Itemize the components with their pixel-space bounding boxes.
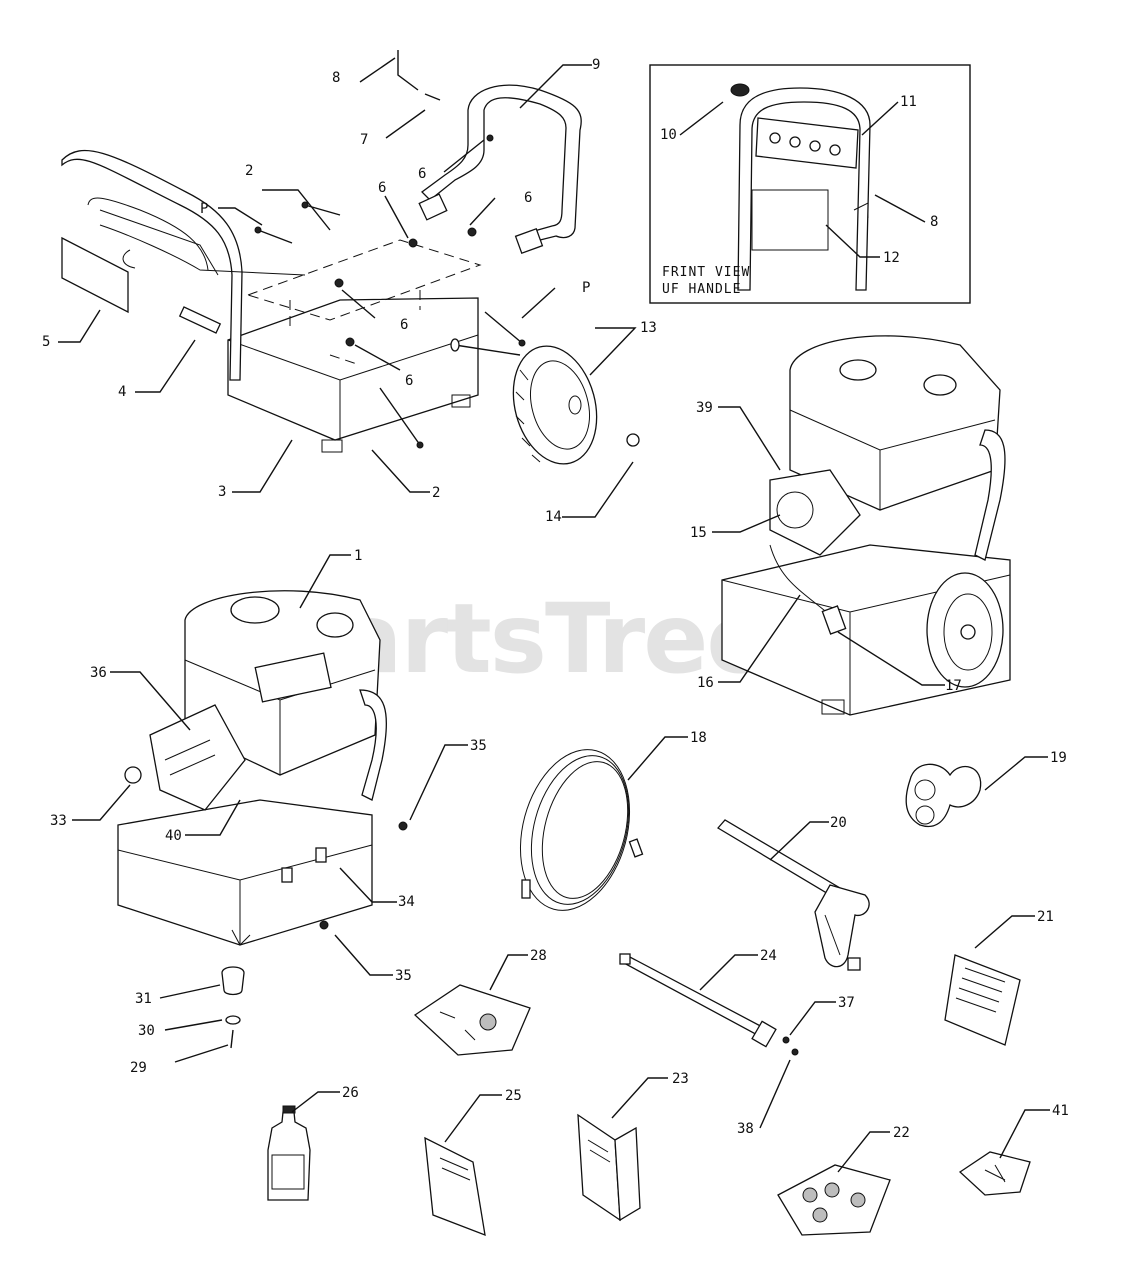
parts-bag-41 <box>958 1151 1031 1196</box>
callout-labels: 8 9 7 6 2 P 6 6 6 6 P 5 4 3 2 13 14 10 1… <box>42 57 1069 1141</box>
nozzle-38 <box>791 1048 799 1056</box>
callout-24: 24 <box>760 948 777 964</box>
callout-38: 38 <box>737 1121 754 1137</box>
frame-assembly <box>61 84 582 453</box>
leader-lines <box>58 57 1050 1173</box>
callout-13: 13 <box>640 320 657 336</box>
callout-39: 39 <box>696 400 713 416</box>
callout-1: 1 <box>354 548 362 564</box>
callout-p-left: P <box>200 201 208 217</box>
callout-31: 31 <box>135 991 152 1007</box>
hose <box>519 749 644 911</box>
callout-37: 37 <box>838 995 855 1011</box>
callout-6-mid: 6 <box>378 180 386 196</box>
callout-6-center: 6 <box>400 317 408 333</box>
manual-23 <box>577 1113 641 1222</box>
parts-bag-22 <box>777 1164 891 1236</box>
callout-21: 21 <box>1037 909 1054 925</box>
callout-26: 26 <box>342 1085 359 1101</box>
callout-19: 19 <box>1050 750 1067 766</box>
hose-clip <box>905 763 982 828</box>
assembled-unit <box>721 335 1011 716</box>
oil-bottle <box>267 1105 311 1201</box>
callout-22: 22 <box>893 1125 910 1141</box>
callout-30: 30 <box>138 1023 155 1039</box>
spray-lance <box>619 953 777 1048</box>
manual-25 <box>424 1136 486 1237</box>
callout-23: 23 <box>672 1071 689 1087</box>
parts-bag-28 <box>413 984 531 1056</box>
callout-6-lower: 6 <box>405 373 413 389</box>
callout-34: 34 <box>398 894 415 910</box>
callout-33: 33 <box>50 813 67 829</box>
callout-16: 16 <box>697 675 714 691</box>
callout-2-bottom: 2 <box>432 485 440 501</box>
callout-8-inset: 8 <box>930 214 938 230</box>
callout-3: 3 <box>218 484 226 500</box>
callout-8-top: 8 <box>332 70 340 86</box>
callout-20: 20 <box>830 815 847 831</box>
inset-front-view: FRINT VIEW UF HANDLE <box>649 64 971 304</box>
callout-17: 17 <box>945 678 962 694</box>
callout-14: 14 <box>545 509 562 525</box>
callout-6-right: 6 <box>524 190 532 206</box>
frame-fasteners <box>254 50 526 449</box>
callout-2-top: 2 <box>245 163 253 179</box>
small-parts-29-31 <box>221 966 245 1049</box>
callout-6-handle: 6 <box>418 166 426 182</box>
callout-41: 41 <box>1052 1103 1069 1119</box>
callout-40: 40 <box>165 828 182 844</box>
callout-35-top: 35 <box>470 738 487 754</box>
decal-sheet <box>944 954 1021 1046</box>
inset-caption-line1: FRINT VIEW <box>662 265 750 280</box>
engine-pump-assembly <box>117 590 408 946</box>
callout-25: 25 <box>505 1088 522 1104</box>
callout-5: 5 <box>42 334 50 350</box>
callout-p-right: P <box>582 280 590 296</box>
nozzle-37 <box>782 1036 790 1044</box>
spray-gun <box>716 819 870 971</box>
callout-18: 18 <box>690 730 707 746</box>
callout-29: 29 <box>130 1060 147 1076</box>
callout-9: 9 <box>592 57 600 73</box>
wheel-top <box>512 345 640 465</box>
callout-28: 28 <box>530 948 547 964</box>
callout-10: 10 <box>660 127 677 143</box>
inset-caption-line2: UF HANDLE <box>662 282 741 297</box>
callout-4: 4 <box>118 384 126 400</box>
callout-36: 36 <box>90 665 107 681</box>
callout-15: 15 <box>690 525 707 541</box>
callout-11: 11 <box>900 94 917 110</box>
callout-35-bottom: 35 <box>395 968 412 984</box>
callout-7: 7 <box>360 132 368 148</box>
callout-12: 12 <box>883 250 900 266</box>
